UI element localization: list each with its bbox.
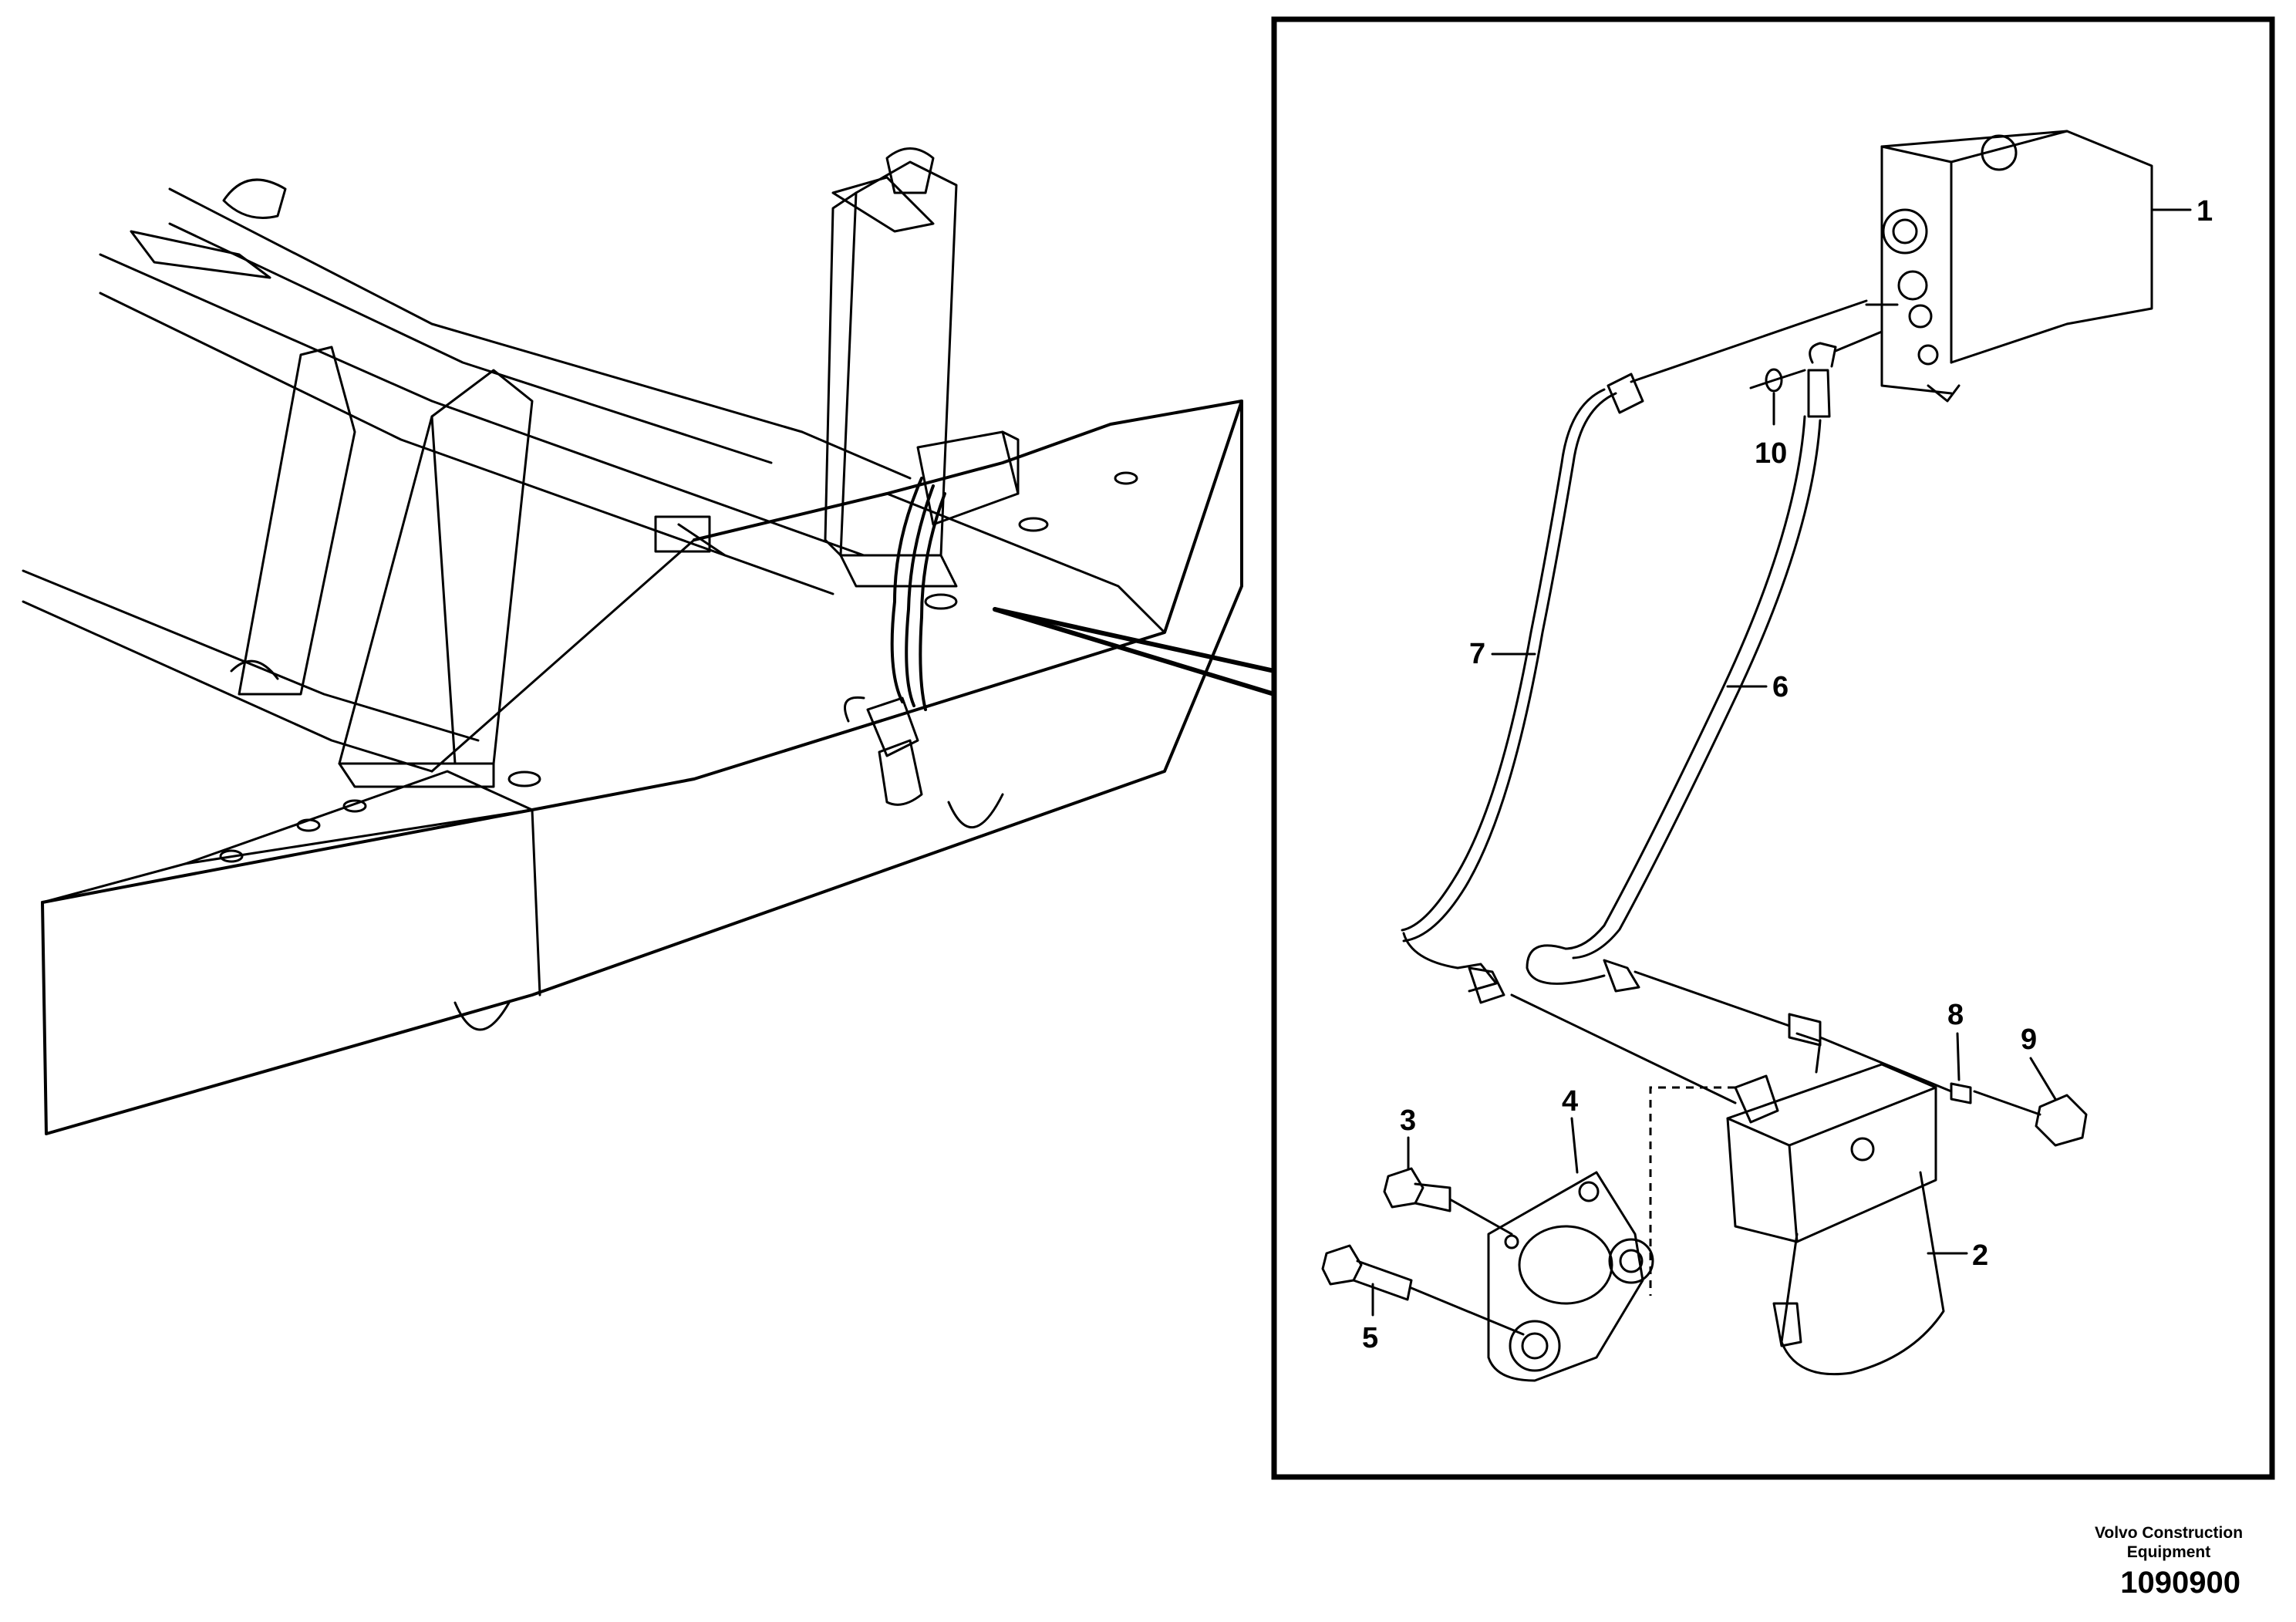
svg-text:9: 9 [2021,1023,2037,1056]
nut-item-9 [2035,1094,2088,1147]
washer-item-10 [1749,368,1806,393]
detail-pointer [993,607,1276,696]
detail-frame [1271,16,2275,1480]
callout-1: 1 [2150,195,2213,228]
callout-10: 10 [1755,392,1787,470]
svg-text:6: 6 [1772,671,1789,703]
callout-9: 9 [2021,1023,2057,1101]
svg-text:8: 8 [1947,999,1964,1031]
screw-item-3 [1383,1167,1513,1236]
callout-5: 5 [1362,1283,1378,1354]
svg-text:1: 1 [2197,195,2213,228]
hose-item-6 [1526,330,1883,1047]
pump-item-2 [1510,993,1945,1376]
svg-text:2: 2 [1972,1239,1988,1272]
fitting-item-8 [1819,1036,2041,1116]
callout-7: 7 [1469,638,1536,670]
company-line-2: Equipment [2126,1543,2211,1561]
company-name: Volvo Construction Equipment [2088,1523,2250,1562]
callout-2: 2 [1927,1239,1988,1272]
callout-4: 4 [1562,1085,1579,1174]
svg-text:5: 5 [1362,1322,1378,1354]
valve-block-item-1 [1865,130,2153,403]
svg-text:3: 3 [1400,1104,1416,1137]
hose-item-7 [1401,299,1868,1004]
svg-text:4: 4 [1562,1085,1578,1118]
machine-frame-overview [22,147,1243,1135]
company-line-1: Volvo Construction [2094,1524,2244,1542]
drawing-number: 1090900 [2120,1566,2240,1600]
callout-8: 8 [1947,999,1964,1081]
bracket-item-4 [1487,1171,1654,1382]
screw-item-5 [1321,1244,1525,1336]
callout-3: 3 [1400,1104,1416,1170]
callout-6: 6 [1726,671,1789,703]
svg-text:10: 10 [1755,437,1787,470]
svg-text:7: 7 [1469,638,1485,670]
